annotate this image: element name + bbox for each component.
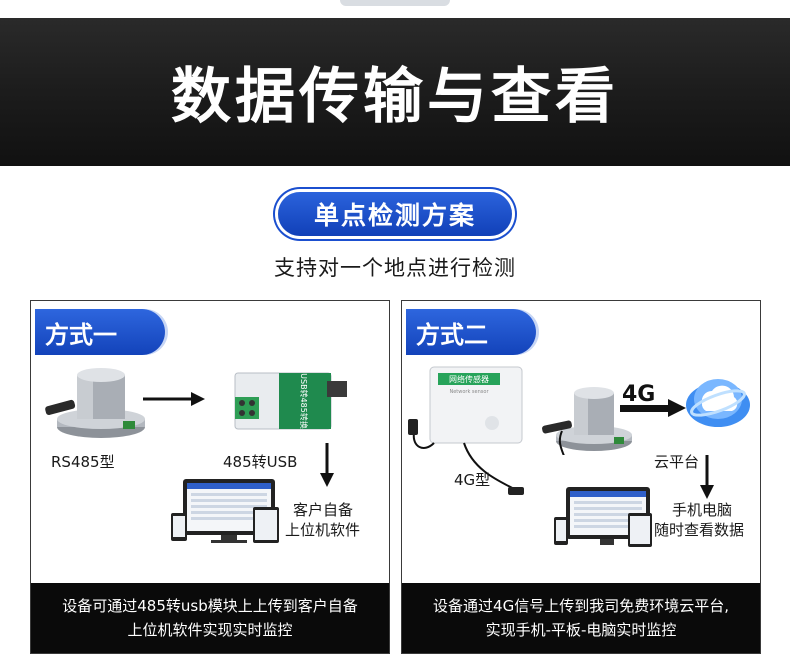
software-label-1: 客户自备 — [293, 501, 354, 519]
method-one-panel: 方式一 RS485型 USB转485转换 485转USB — [30, 300, 390, 654]
device-label: 4G型 — [454, 471, 491, 489]
network-sensor-device-icon: 网络传感器 Network sensor — [408, 366, 524, 495]
cloud-label: 云平台 — [654, 453, 700, 471]
section-subtitle: 支持对一个地点进行检测 — [274, 256, 516, 280]
caption-line-1: 设备可通过485转usb模块上上传到客户自备 — [62, 597, 358, 615]
usb-converter-icon: USB转485转换 — [234, 372, 347, 430]
caption-line-2: 上位机软件实现实时监控 — [127, 621, 293, 639]
arrow-right-icon — [143, 392, 205, 406]
soil-sensor-icon — [542, 387, 632, 455]
caption-line-1: 设备通过4G信号上传到我司免费环境云平台, — [433, 597, 729, 615]
terminal-label-2: 随时查看数据 — [654, 521, 745, 539]
method-one-tab: 方式一 — [35, 309, 165, 355]
device-text: 网络传感器 — [449, 374, 489, 384]
computer-devices-icon — [554, 487, 652, 547]
top-decoration — [340, 0, 450, 6]
caption-line-2: 实现手机-平板-电脑实时监控 — [485, 621, 677, 639]
device-subtext: Network sensor — [449, 389, 489, 395]
section-badge: 单点检测方案 — [278, 192, 512, 236]
4g-signal-arrow-icon: 4G — [620, 382, 686, 417]
arrow-down-icon — [320, 443, 334, 487]
converter-label: 485转USB — [223, 453, 298, 471]
computer-devices-icon — [171, 479, 279, 543]
software-label-2: 上位机软件 — [285, 521, 361, 539]
terminal-label-1: 手机电脑 — [672, 501, 733, 519]
rs485-label: RS485型 — [51, 453, 115, 471]
method-two-panel: 方式二 网络传感器 Network sensor 4G型 4G 云平 — [401, 300, 761, 654]
method-two-caption: 设备通过4G信号上传到我司免费环境云平台, 实现手机-平板-电脑实时监控 — [402, 583, 760, 653]
rs485-sensor-icon — [45, 368, 145, 438]
arrow-down-icon — [700, 455, 714, 499]
converter-text: USB转485转换 — [299, 373, 309, 429]
page-title: 数据传输与查看 — [171, 61, 619, 132]
cloud-platform-icon — [686, 379, 750, 427]
method-one-caption: 设备可通过485转usb模块上上传到客户自备 上位机软件实现实时监控 — [31, 583, 389, 653]
method-two-tab: 方式二 — [406, 309, 536, 355]
header-banner: 数据传输与查看 — [0, 18, 790, 166]
signal-label: 4G — [622, 382, 655, 407]
